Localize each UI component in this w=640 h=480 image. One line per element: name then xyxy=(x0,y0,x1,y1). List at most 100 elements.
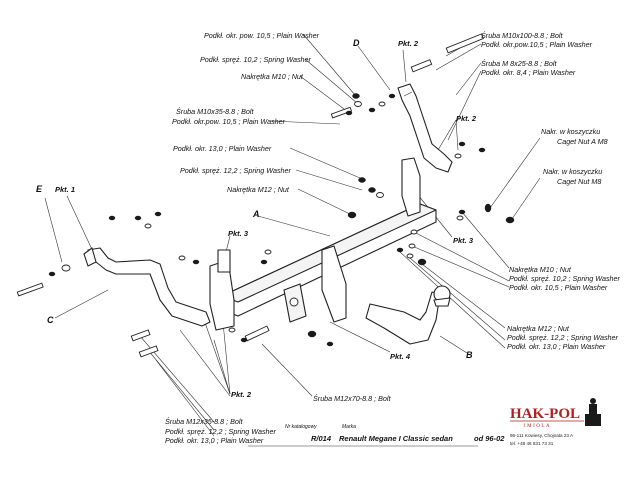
callout-pkt3-right: Pkt. 3 xyxy=(453,236,474,245)
label-washer-130-mid: Podkł. okr. 13,0 ; Plain Washer xyxy=(173,144,272,153)
washer-left-d xyxy=(178,255,186,261)
title-block: Nr katalogowy R/014 Marka Renault Megane… xyxy=(248,424,505,447)
spring-washer-m12-right xyxy=(406,253,414,259)
washer-center-a xyxy=(264,249,272,255)
right-side-bracket xyxy=(397,83,453,173)
letter-c: C xyxy=(47,315,54,325)
bolt-m10x35 xyxy=(330,106,353,119)
label-washer-105-top: Podkł. okr. pow. 10,5 ; Plain Washer xyxy=(204,31,320,40)
nut-m12-right xyxy=(417,258,427,266)
logo-phone: tel. +48 46 831 73 31 xyxy=(510,441,554,446)
leader-lines xyxy=(44,33,541,437)
bolt-m12x35-b xyxy=(138,345,159,358)
nut-left-e xyxy=(108,215,116,221)
beam-bracket-left-upper xyxy=(217,249,231,273)
nut-left-a xyxy=(134,215,142,221)
label-spring-122-right: Podkł. spręż. 12,2 ; Spring Washer xyxy=(507,333,619,342)
washer-m12-right xyxy=(396,247,404,253)
left-mount-tab xyxy=(83,247,97,267)
label-bolt-m8x25: Śruba M 8x25-8.8 ; Bolt xyxy=(481,59,558,68)
label-washer-105-right: Podkł. okr. 10,5 ; Plain Washer xyxy=(509,283,608,292)
letter-d: D xyxy=(353,38,360,48)
callout-pkt4: Pkt. 4 xyxy=(390,352,411,361)
label-spring-122-mid: Podkł. spręż. 12,2 ; Spring Washer xyxy=(180,166,292,175)
label-nut-m12-mid: Nakrętka M12 ; Nut xyxy=(227,185,290,194)
nut-right-a xyxy=(458,141,466,147)
bolt-left xyxy=(16,282,44,297)
vehicle-name: Renault Megane I Classic sedan xyxy=(339,434,453,443)
label-washer-105-tr: Podkł. okr.pow.10,5 ; Plain Washer xyxy=(481,40,593,49)
label-caget-b-2: Caget Nut M8 xyxy=(557,177,601,186)
nut-left-c xyxy=(48,271,56,277)
nut-top-c xyxy=(388,93,396,99)
left-side-bracket xyxy=(87,247,211,327)
brand-label: Marka xyxy=(342,424,356,430)
logo-ball-icon xyxy=(590,398,596,404)
nut-left-b xyxy=(154,211,162,217)
label-nut-m12-right: Nakrętka M12 ; Nut xyxy=(507,324,570,333)
label-washer-84: Podkł. okr. 8,4 ; Plain Washer xyxy=(481,68,576,77)
label-bolt-m12x35: Śruba M12x35-8.8 ; Bolt xyxy=(165,417,244,426)
nut-bottom-a xyxy=(240,337,248,343)
callout-pkt2-bottom: Pkt. 2 xyxy=(231,390,252,399)
beam-end-plate-right xyxy=(401,157,421,217)
hakpol-logo: HAK-POL IMIOLA 96-111 Kowiesy, Chojnata … xyxy=(510,398,601,446)
label-caget-a-2: Caget Nut A M8 xyxy=(557,137,608,146)
letter-b: B xyxy=(466,350,473,360)
label-washer-130-right: Podkł. okr. 13,0 ; Plain Washer xyxy=(507,342,606,351)
logo-subtitle: IMIOLA xyxy=(524,424,551,429)
socket-plate-hole xyxy=(289,297,299,307)
callout-pkt2-top: Pkt. 2 xyxy=(398,39,419,48)
callout-pkt3-left: Pkt. 3 xyxy=(228,229,249,238)
tow-ball-flange xyxy=(433,297,451,307)
washer-bottom-a xyxy=(228,327,236,333)
caget-nut-a xyxy=(484,203,492,213)
nut-m10-right xyxy=(458,209,466,215)
nut-top-b xyxy=(368,107,376,113)
nut-right-b xyxy=(478,147,486,153)
catalog-label: Nr katalogowy xyxy=(285,424,317,430)
washer-top-b xyxy=(378,101,386,107)
bolt-m12x35-a xyxy=(130,329,151,342)
logo-name: HAK-POL xyxy=(510,406,580,422)
nuts-and-washers xyxy=(48,93,515,347)
pin-pkt4 xyxy=(326,341,334,347)
bolt-m10x100 xyxy=(445,33,484,54)
bolt-m12x70 xyxy=(244,325,270,342)
label-bolt-m10x35: Śruba M10x35-8.8 ; Bolt xyxy=(176,107,255,116)
label-washer-105-mid: Podkł. okr.pow. 10,5 ; Plain Washer xyxy=(172,117,286,126)
washer-left-a xyxy=(144,223,152,229)
washer-top-a xyxy=(354,101,362,107)
caget-nut-b xyxy=(505,216,515,224)
label-spring-102-right: Podkł. spręż. 10,2 ; Spring Washer xyxy=(509,274,621,283)
washer-left-c xyxy=(61,264,71,272)
nut-m12-mid xyxy=(347,211,357,219)
letter-a: A xyxy=(252,209,260,219)
label-washer-130-bl: Podkł. okr. 13,0 ; Plain Washer xyxy=(165,436,264,445)
bolt-m8x25 xyxy=(410,59,433,73)
nut-center-a xyxy=(260,259,268,265)
bolts xyxy=(16,33,484,358)
nut-left-d xyxy=(192,259,200,265)
spring-washer-mid xyxy=(368,187,376,193)
tow-ball-neck xyxy=(365,291,441,345)
logo-hitch-icon xyxy=(585,404,601,426)
spring-washer-top xyxy=(345,110,353,116)
label-bolt-m10x100: Śruba M10x100-8.8 ; Bolt xyxy=(481,31,564,40)
label-nut-m10-right: Nakrętka M10 ; Nut xyxy=(509,265,572,274)
spring-washer-right xyxy=(410,229,418,235)
label-caget-b-1: Nakr. w koszyczku xyxy=(543,167,602,176)
label-spring-102-top: Podkł. spręż. 10,2 ; Spring Washer xyxy=(200,55,312,64)
vehicle-date: od 96-02 xyxy=(474,434,505,443)
nut-m10-top xyxy=(352,93,360,99)
washer-right-c xyxy=(456,215,464,221)
washer-right-b xyxy=(408,243,416,249)
label-spring-122-bl: Podkł. spręż. 12,2 ; Spring Washer xyxy=(165,427,277,436)
catalog-value: R/014 xyxy=(311,434,332,443)
letter-e: E xyxy=(36,184,43,194)
callout-pkt2-right: Pkt. 2 xyxy=(456,114,477,123)
center-mounting-plate xyxy=(321,245,347,323)
washer-mid-a xyxy=(358,177,366,183)
